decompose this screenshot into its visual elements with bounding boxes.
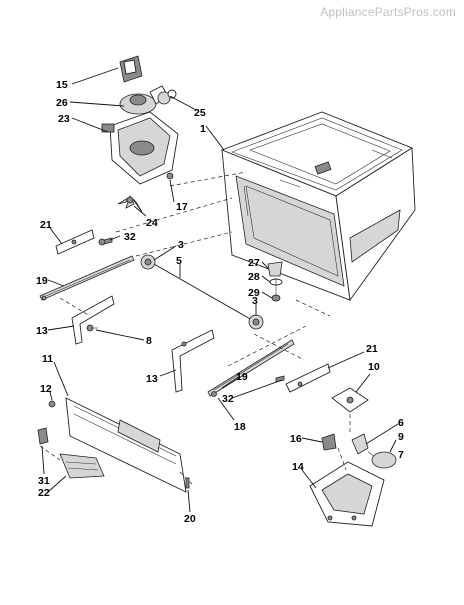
fan-blade xyxy=(117,194,143,213)
callout-31: 31 xyxy=(38,475,50,487)
callout-10: 10 xyxy=(368,361,380,373)
leader-lines xyxy=(41,67,399,513)
callout-5: 5 xyxy=(176,255,182,267)
fan-motor-bracket xyxy=(119,55,143,83)
callout-32-right: 32 xyxy=(222,393,234,405)
callout-9: 9 xyxy=(398,431,404,443)
drawer-front-panel xyxy=(65,397,193,493)
callout-18: 18 xyxy=(234,421,246,433)
light-housing xyxy=(309,461,385,527)
slide-rail-left xyxy=(39,255,135,301)
callout-13-left: 13 xyxy=(36,325,48,337)
cross-shaft xyxy=(140,254,264,330)
slide-rail-right xyxy=(207,339,295,397)
fan-shroud xyxy=(101,111,179,185)
callout-15: 15 xyxy=(56,79,68,91)
rail-bracket-right xyxy=(275,363,331,393)
callout-14: 14 xyxy=(292,461,304,473)
drawer-handle-grille xyxy=(59,453,105,479)
callout-20: 20 xyxy=(184,513,196,525)
damper-assembly xyxy=(267,261,283,302)
callout-26: 26 xyxy=(56,97,68,109)
callout-22: 22 xyxy=(38,487,50,499)
callout-numbers: 15 26 23 25 1 17 24 21 32 19 13 3 5 27 2… xyxy=(36,79,404,525)
callout-25: 25 xyxy=(194,107,206,119)
callout-1: 1 xyxy=(200,123,206,135)
callout-3-bottom: 3 xyxy=(252,295,258,307)
callout-21-left: 21 xyxy=(40,219,52,231)
rail-support-left xyxy=(71,295,115,345)
assembly-guide-lines xyxy=(39,171,351,471)
light-cover xyxy=(331,387,369,413)
watermark: AppliancePartsPros.com xyxy=(320,5,456,19)
callout-13-right: 13 xyxy=(146,373,158,385)
callout-19-right: 19 xyxy=(236,371,248,383)
callout-29: 29 xyxy=(248,287,260,299)
callout-17: 17 xyxy=(176,201,188,213)
callout-6: 6 xyxy=(398,417,404,429)
light-bulb-socket xyxy=(321,433,397,469)
callout-27: 27 xyxy=(248,257,260,269)
callout-12: 12 xyxy=(40,383,52,395)
rail-bracket-left xyxy=(55,229,113,255)
callout-21-right: 21 xyxy=(366,343,378,355)
callout-23: 23 xyxy=(58,113,70,125)
callout-7: 7 xyxy=(398,449,404,461)
callout-11: 11 xyxy=(42,353,53,365)
fan-motor xyxy=(119,85,177,115)
callout-28: 28 xyxy=(248,271,260,283)
callout-16: 16 xyxy=(290,433,302,445)
rail-support-right xyxy=(171,329,215,393)
callout-24: 24 xyxy=(146,217,158,229)
callout-8: 8 xyxy=(146,335,152,347)
panel-screws xyxy=(37,400,190,489)
callout-32-left: 32 xyxy=(124,231,136,243)
callout-3-top: 3 xyxy=(178,239,184,251)
callout-19-left: 19 xyxy=(36,275,48,287)
freezer-drawer-bin xyxy=(220,111,416,302)
